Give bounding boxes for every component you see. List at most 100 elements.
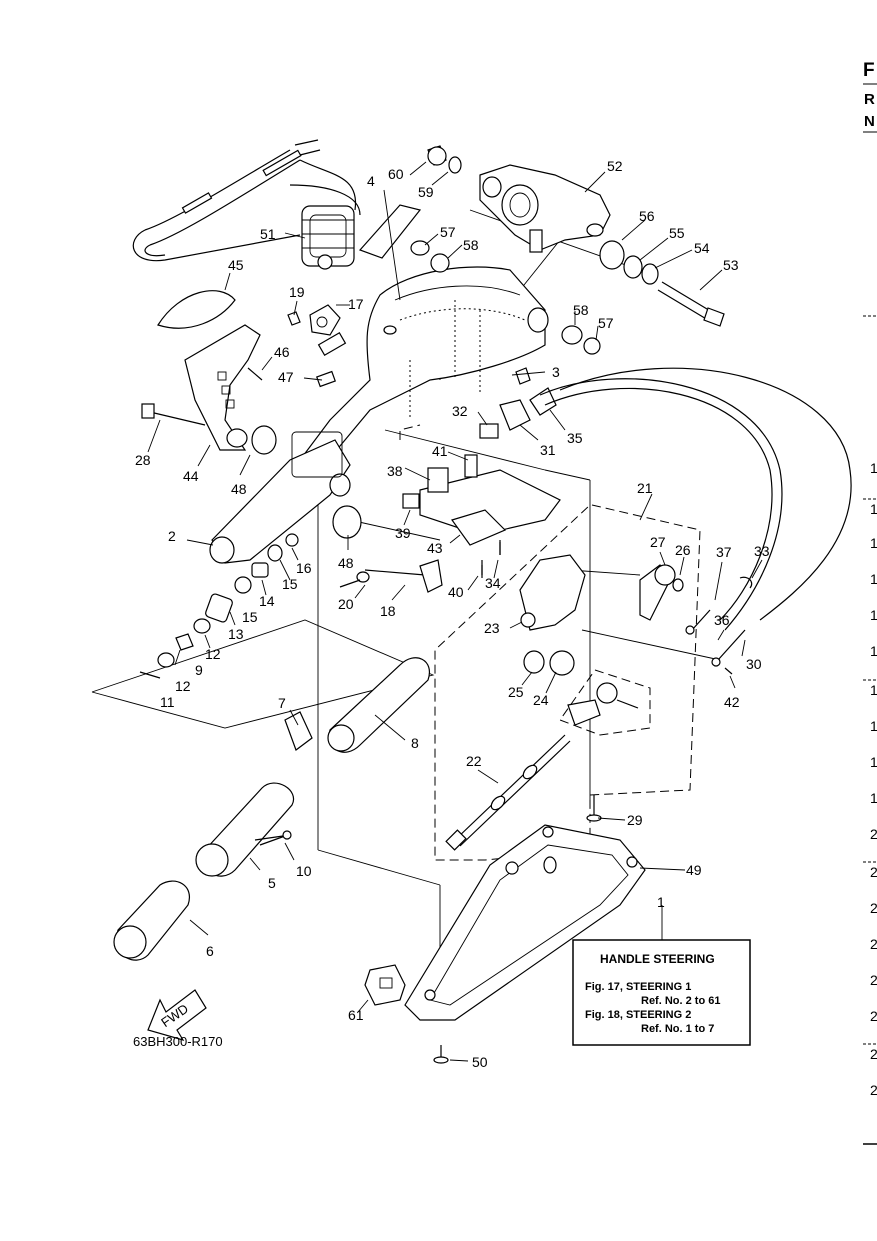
callout-58a: 58 xyxy=(463,237,479,253)
tiller-handle xyxy=(141,290,277,455)
edge-num-7: 1 xyxy=(870,682,877,698)
callout-19: 19 xyxy=(289,284,305,300)
edge-num-6: 1 xyxy=(870,643,877,659)
part-61-switch xyxy=(364,964,406,1006)
mount-plates xyxy=(402,367,561,575)
edge-num-8: 1 xyxy=(870,718,877,734)
callout-4: 4 xyxy=(367,173,375,189)
callout-42: 42 xyxy=(724,694,740,710)
callout-31: 31 xyxy=(540,442,556,458)
callout-20: 20 xyxy=(338,596,354,612)
edge-num-2: 1 xyxy=(870,501,877,517)
callout-59: 59 xyxy=(418,184,434,200)
part-22-rod xyxy=(445,734,571,851)
part-18-knob xyxy=(364,559,443,593)
edge-num-4: 1 xyxy=(870,571,877,587)
callout-10: 10 xyxy=(296,863,312,879)
assembly-guide-lines xyxy=(91,209,721,1010)
drawing-code: 63BH300-R170 xyxy=(133,1034,223,1049)
callout-22: 22 xyxy=(466,753,482,769)
edge-num-10: 1 xyxy=(870,790,877,806)
callout-53: 53 xyxy=(723,257,739,273)
callout-47: 47 xyxy=(278,369,294,385)
right-edge-column: F R N 1 1 1 1 1 1 1 1 1 1 2 2 2 2 2 2 2 … xyxy=(863,60,877,1145)
callout-40: 40 xyxy=(448,584,464,600)
callout-6: 6 xyxy=(206,943,214,959)
callout-5: 5 xyxy=(268,875,276,891)
callout-17: 17 xyxy=(348,296,364,312)
callout-52: 52 xyxy=(607,158,623,174)
callout-36: 36 xyxy=(714,612,730,628)
callout-2: 2 xyxy=(168,528,176,544)
part-17-19 xyxy=(287,304,341,336)
callout-38: 38 xyxy=(387,463,403,479)
info-box-line2: Ref. No. 2 to 61 xyxy=(641,995,720,1007)
callout-15b: 15 xyxy=(242,609,258,625)
small-parts xyxy=(139,533,370,679)
part-52-bracket xyxy=(479,164,611,253)
callout-12a: 12 xyxy=(205,646,221,662)
washers-top xyxy=(410,145,659,355)
edge-num-15: 2 xyxy=(870,972,877,988)
edge-num-18: 2 xyxy=(870,1082,877,1098)
info-box-title: HANDLE STEERING xyxy=(600,952,715,966)
steering-cables-right xyxy=(539,367,852,675)
callout-leaders xyxy=(147,161,763,1062)
edge-num-11: 2 xyxy=(870,826,877,842)
screws xyxy=(247,331,602,1064)
callout-7: 7 xyxy=(278,695,286,711)
callout-11: 11 xyxy=(160,694,175,710)
callout-43: 43 xyxy=(427,540,443,556)
callout-29: 29 xyxy=(627,812,643,828)
info-box: HANDLE STEERING Fig. 17, STEERING 1 Ref.… xyxy=(572,939,751,1046)
callout-44: 44 xyxy=(183,468,199,484)
callout-48a: 48 xyxy=(231,481,247,497)
callout-12b: 12 xyxy=(175,678,191,694)
part-51-boot xyxy=(301,205,355,270)
callout-37: 37 xyxy=(716,544,732,560)
callout-35: 35 xyxy=(567,430,583,446)
callout-45: 45 xyxy=(228,257,244,273)
grips xyxy=(113,657,430,961)
callout-18: 18 xyxy=(380,603,396,619)
callout-51: 51 xyxy=(260,226,276,242)
edge-num-14: 2 xyxy=(870,936,877,952)
callout-16: 16 xyxy=(296,560,312,576)
callout-9: 9 xyxy=(195,662,203,678)
part-49-cowl xyxy=(404,824,646,1021)
callout-30: 30 xyxy=(746,656,762,672)
steering-cables-left xyxy=(132,139,361,262)
info-box-line4: Ref. No. 1 to 7 xyxy=(641,1023,714,1035)
callout-50: 50 xyxy=(472,1054,488,1070)
info-box-line1: Fig. 17, STEERING 1 xyxy=(585,981,691,993)
callout-1: 1 xyxy=(657,894,665,910)
callout-39: 39 xyxy=(395,525,411,541)
callout-57a: 57 xyxy=(440,224,456,240)
callout-48b: 48 xyxy=(338,555,354,571)
callout-numbers: 1 2 3 4 5 6 7 8 9 10 11 12 12 13 14 15 1… xyxy=(135,158,770,1070)
callout-24: 24 xyxy=(533,692,549,708)
edge-num-1: 1 xyxy=(870,460,877,476)
callout-57b: 57 xyxy=(598,315,614,331)
edge-num-16: 2 xyxy=(870,1008,877,1024)
callout-49: 49 xyxy=(686,862,702,878)
shift-mechanism xyxy=(519,554,684,726)
callout-21: 21 xyxy=(637,480,653,496)
callout-15a: 15 xyxy=(282,576,298,592)
callout-60: 60 xyxy=(388,166,404,182)
fwd-arrow-icon: FWD xyxy=(147,989,207,1041)
part-53-bolt xyxy=(657,281,725,327)
callout-3: 3 xyxy=(552,364,560,380)
edge-num-13: 2 xyxy=(870,900,877,916)
callout-61: 61 xyxy=(348,1007,364,1023)
callout-32: 32 xyxy=(452,403,468,419)
callout-34: 34 xyxy=(485,575,501,591)
callout-25: 25 xyxy=(508,684,524,700)
info-box-line3: Fig. 18, STEERING 2 xyxy=(585,1009,691,1021)
callout-26: 26 xyxy=(675,542,691,558)
edge-num-12: 2 xyxy=(870,864,877,880)
callout-54: 54 xyxy=(694,240,710,256)
callout-55: 55 xyxy=(669,225,685,241)
callout-41: 41 xyxy=(432,443,448,459)
